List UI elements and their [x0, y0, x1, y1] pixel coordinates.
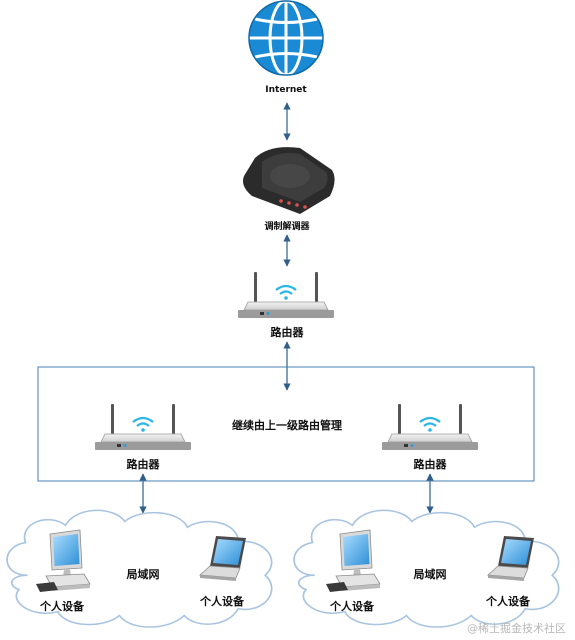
- inheritance-box: [37, 366, 535, 482]
- main-router-label: 路由器: [271, 325, 305, 339]
- watermark: @稀土掘金技术社区: [467, 621, 566, 635]
- modem-label: 调制解调器: [264, 220, 310, 232]
- lan-left-laptop-label: 个人设备: [199, 594, 245, 608]
- globe-icon: [248, 0, 324, 77]
- right-router-label: 路由器: [414, 457, 448, 471]
- inheritance-box-label: 继续由上一级路由管理: [232, 418, 342, 432]
- lan-right-label: 局域网: [413, 567, 447, 581]
- lan-right-desktop-label: 个人设备: [329, 599, 375, 613]
- left-router-icon: [93, 402, 193, 452]
- lan-right-laptop-label: 个人设备: [485, 594, 531, 608]
- left-router-label: 路由器: [127, 457, 161, 471]
- main-router-icon: [236, 270, 336, 320]
- internet-label: Internet: [265, 85, 307, 95]
- lan-left-desktop-label: 个人设备: [39, 599, 85, 613]
- lan-left-label: 局域网: [126, 567, 160, 581]
- modem-icon: [243, 147, 335, 214]
- right-router-icon: [380, 402, 480, 452]
